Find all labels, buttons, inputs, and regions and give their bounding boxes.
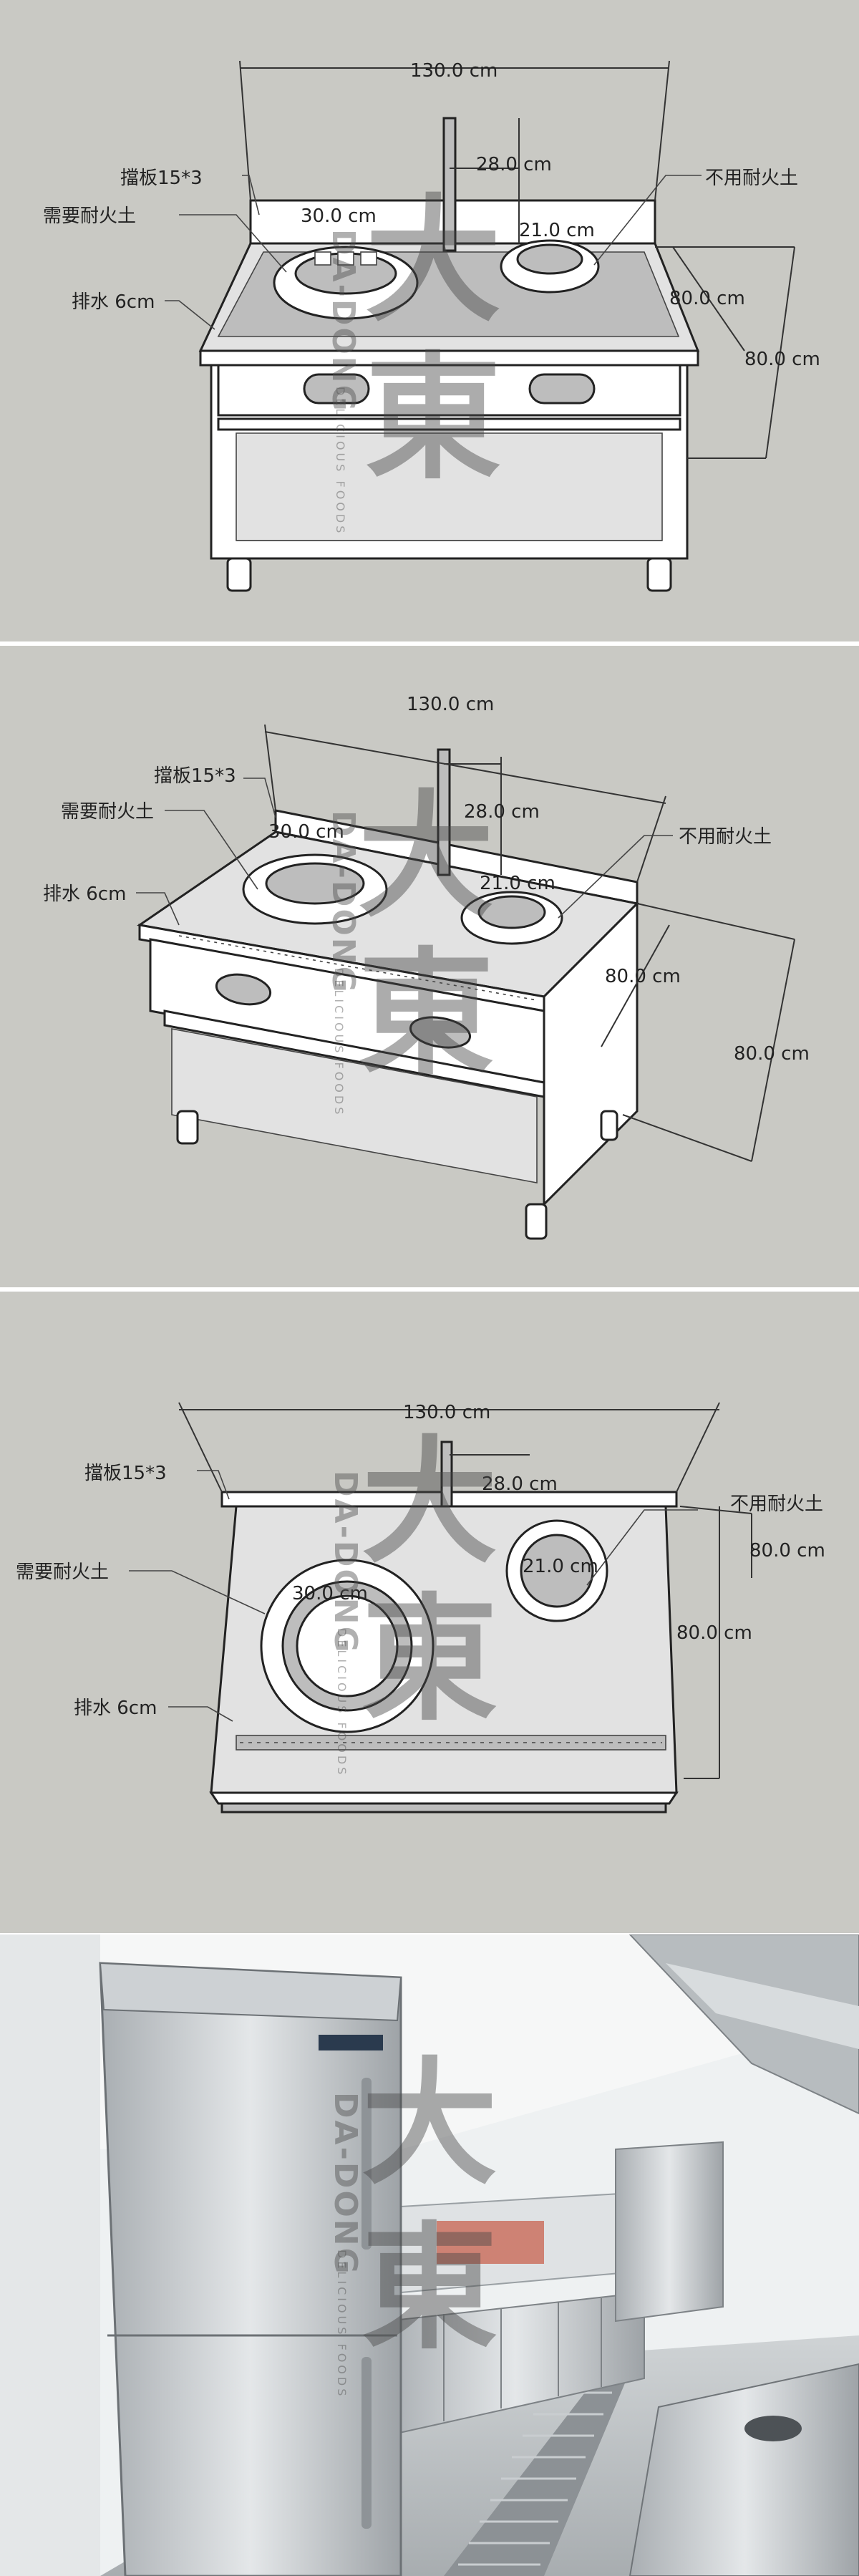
front-edge bbox=[199, 349, 699, 367]
backsplash-label: 擋板15*3 bbox=[154, 765, 236, 787]
vent-left bbox=[215, 973, 272, 1006]
no-firebrick-label: 不用耐火土 bbox=[705, 168, 798, 189]
rail bbox=[217, 417, 681, 431]
needs-firebrick-label: 需要耐火土 bbox=[16, 1561, 109, 1583]
drain-label: 排水 6cm bbox=[43, 883, 126, 905]
burner-small-label: 21.0 cm bbox=[519, 220, 595, 241]
watermark-tagline: DELICIOUS FOODS bbox=[334, 387, 347, 536]
stove-top-drawing: 130.0 cm 擋板15*3 28.0 cm 不用耐火土 80.0 cm 需要… bbox=[16, 1402, 825, 1814]
leg-back bbox=[600, 1110, 618, 1141]
leg-left bbox=[176, 1110, 199, 1145]
gas-pipe bbox=[440, 1440, 453, 1508]
diagram-panel-top: 130.0 cm 擋板15*3 28.0 cm 不用耐火土 80.0 cm 需要… bbox=[0, 1292, 859, 1933]
depth-label: 80.0 cm bbox=[669, 288, 745, 309]
drain-label: 排水 6cm bbox=[72, 291, 155, 313]
diagram-panel-angled: 130.0 cm 擋板15*3 28.0 cm 需要耐火土 30.0 cm 不用… bbox=[0, 646, 859, 1287]
drain-label: 排水 6cm bbox=[74, 1698, 157, 1719]
gas-pipe bbox=[437, 748, 451, 876]
vent-left bbox=[303, 373, 370, 405]
apron-front bbox=[217, 364, 681, 417]
needs-firebrick-label: 需要耐火土 bbox=[61, 801, 154, 823]
total-width-label: 130.0 cm bbox=[407, 694, 494, 715]
watermark-char-2: 東 bbox=[361, 1579, 498, 1739]
burner-large-label: 30.0 cm bbox=[301, 205, 377, 227]
fridge-handle-lower bbox=[361, 2357, 372, 2529]
watermark-tagline: DELICIOUS FOODS bbox=[335, 2250, 349, 2398]
pipe-offset-label: 28.0 cm bbox=[482, 1473, 558, 1495]
stove-angled-drawing: 130.0 cm 擋板15*3 28.0 cm 需要耐火土 30.0 cm 不用… bbox=[43, 694, 810, 1240]
backsplash-label: 擋板15*3 bbox=[84, 1463, 167, 1484]
total-width-label: 130.0 cm bbox=[403, 1402, 490, 1423]
vent-right bbox=[528, 373, 596, 405]
drain-strip bbox=[236, 1735, 666, 1751]
height-label: 80.0 cm bbox=[676, 1622, 752, 1644]
height-label: 80.0 cm bbox=[744, 349, 820, 370]
fridge-handle-upper bbox=[361, 2078, 372, 2250]
watermark-char-1: 大 bbox=[365, 180, 501, 340]
watermark-brand: DA-DONG bbox=[327, 2092, 364, 2276]
burner-large-label: 30.0 cm bbox=[292, 1583, 368, 1604]
no-firebrick-label: 不用耐火土 bbox=[679, 826, 772, 848]
backsplash-label: 擋板15*3 bbox=[120, 168, 203, 189]
needs-firebrick-label: 需要耐火土 bbox=[43, 205, 136, 227]
burner-small-label: 21.0 cm bbox=[480, 873, 555, 894]
vent-right bbox=[409, 1016, 472, 1049]
floor-drain bbox=[444, 2371, 630, 2576]
no-firebrick-label: 不用耐火土 bbox=[730, 1493, 823, 1515]
left-wall bbox=[0, 1935, 100, 2576]
leg-left bbox=[226, 557, 252, 592]
diagram-panel-front: 130.0 cm 28.0 cm 擋板15*3 需要耐火土 30.0 cm 21… bbox=[0, 0, 859, 641]
watermark-tagline: DELICIOUS FOODS bbox=[335, 1628, 349, 1777]
leg-right bbox=[646, 557, 672, 592]
watermark-char-1: 大 bbox=[358, 776, 494, 936]
back-window bbox=[437, 2221, 544, 2264]
front-edge bbox=[209, 1791, 679, 1805]
depth-label: 80.0 cm bbox=[749, 1540, 825, 1561]
burner-large-label: 30.0 cm bbox=[268, 821, 344, 843]
right-stove bbox=[629, 2363, 859, 2576]
burner-small-label: 21.0 cm bbox=[523, 1556, 598, 1577]
fridge-display bbox=[319, 2035, 383, 2050]
kitchen-photo-panel: 大 東 DA-DONG DELICIOUS FOODS bbox=[0, 1935, 859, 2576]
watermark-brand: DA-DONG bbox=[325, 810, 361, 994]
watermark-char-2: 東 bbox=[358, 934, 494, 1093]
pipe-offset-label: 28.0 cm bbox=[464, 801, 540, 823]
height-label: 80.0 cm bbox=[734, 1043, 810, 1065]
watermark-brand: DA-DONG bbox=[325, 229, 361, 413]
watermark-char-1: 大 bbox=[361, 1422, 498, 1582]
fridge-top-panel bbox=[99, 1962, 402, 2022]
watermark-tagline: DELICIOUS FOODS bbox=[332, 968, 346, 1117]
leg-right bbox=[525, 1203, 548, 1240]
back-fridge bbox=[615, 2141, 724, 2323]
total-width-label: 130.0 cm bbox=[410, 60, 498, 82]
rail bbox=[163, 1009, 545, 1098]
gas-pipe bbox=[442, 117, 457, 252]
pipe-offset-label: 28.0 cm bbox=[476, 154, 552, 175]
stove-front-drawing: 130.0 cm 28.0 cm 擋板15*3 需要耐火土 30.0 cm 21… bbox=[43, 60, 820, 592]
depth-label: 80.0 cm bbox=[605, 966, 681, 987]
watermark-brand: DA-DONG bbox=[327, 1471, 364, 1655]
watermark-char-2: 東 bbox=[365, 338, 501, 498]
kitchen-photo: 大 東 DA-DONG DELICIOUS FOODS bbox=[0, 1935, 859, 2576]
open-shelf bbox=[171, 1028, 538, 1183]
watermark-char-1: 大 bbox=[361, 2043, 498, 2203]
watermark-char-2: 東 bbox=[361, 2208, 498, 2368]
